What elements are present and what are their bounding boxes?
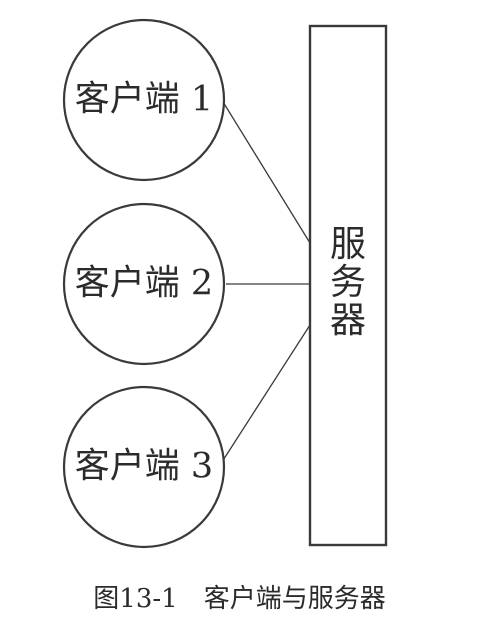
client-circle-1 [62, 18, 226, 182]
server-label-char-1: 服 [330, 224, 366, 265]
figure-caption: 图13-1 客户端与服务器 [93, 584, 386, 614]
client-node-2: 客户端 2 [62, 202, 226, 366]
server-box [308, 24, 388, 547]
client-node-3: 客户端 3 [62, 385, 226, 549]
link-client-3-server [219, 324, 311, 466]
client-node-1: 客户端 1 [62, 18, 226, 182]
client-label-1: 客户端 1 [75, 80, 213, 120]
server-label-char-2: 务 [330, 262, 366, 303]
client-label-2: 客户端 2 [75, 264, 213, 304]
client-circle-2 [62, 202, 226, 366]
client-circle-3 [62, 385, 226, 549]
client-label-3: 客户端 3 [75, 447, 213, 487]
link-client-1-server [219, 96, 311, 244]
server-node: 服 务 器 [308, 24, 388, 547]
server-label-char-3: 器 [330, 300, 366, 341]
